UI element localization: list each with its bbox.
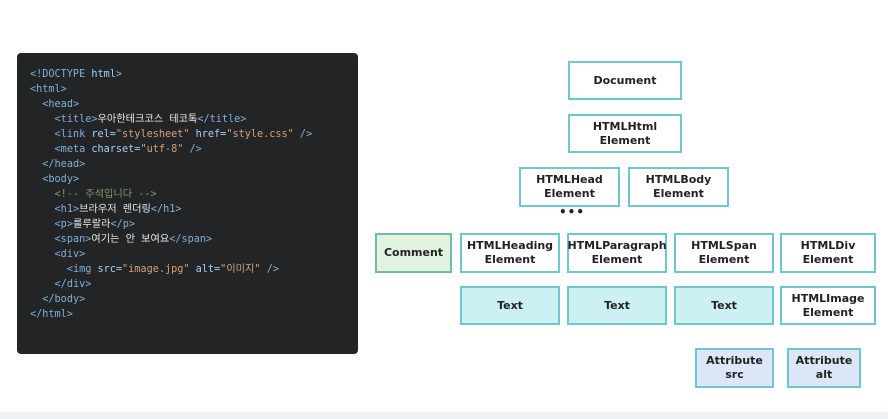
code-panel: <!DOCTYPE html> <html> <head> <title>우아한테… bbox=[17, 53, 358, 354]
node-body-element: HTMLBody Element bbox=[628, 167, 729, 207]
code-token bbox=[30, 264, 67, 275]
code-token bbox=[30, 249, 55, 260]
code-token: <head> bbox=[42, 99, 80, 110]
ellipsis-indicator: ••• bbox=[559, 205, 586, 219]
code-token: <!-- 주석입니다 --> bbox=[54, 189, 157, 200]
code-token bbox=[30, 234, 55, 245]
node-html-element: HTMLHtml Element bbox=[568, 114, 682, 153]
code-line: <title>우아한테크코스 테코톡</title> bbox=[30, 112, 358, 127]
code-token bbox=[30, 219, 55, 230]
node-text-heading: Text bbox=[460, 286, 560, 325]
code-token: </html> bbox=[30, 309, 73, 320]
code-token: 룰루랄라 bbox=[72, 219, 111, 230]
code-token: </title> bbox=[197, 114, 247, 125]
code-token: "stylesheet" bbox=[115, 129, 190, 140]
code-token bbox=[30, 279, 55, 290]
code-token: <h1> bbox=[54, 204, 80, 215]
node-attribute-src: Attribute src bbox=[695, 348, 774, 388]
node-image-element: HTMLImage Element bbox=[780, 286, 876, 325]
code-line: </body> bbox=[30, 292, 358, 307]
bottom-strip bbox=[0, 412, 888, 419]
code-token bbox=[30, 189, 55, 200]
code-token bbox=[30, 294, 42, 305]
code-token bbox=[30, 144, 55, 155]
code-token: <div> bbox=[54, 249, 86, 260]
code-token: alt= bbox=[189, 264, 221, 275]
code-token: <!DOCTYPE bbox=[30, 69, 92, 80]
code-token: > bbox=[115, 69, 123, 80]
code-token: </p> bbox=[110, 219, 135, 230]
code-token bbox=[30, 114, 55, 125]
code-token: /> bbox=[293, 129, 313, 140]
code-token: </head> bbox=[42, 159, 86, 170]
code-line: </head> bbox=[30, 157, 358, 172]
code-token: rel= bbox=[91, 129, 116, 140]
code-token: <img bbox=[66, 264, 98, 275]
code-token: "utf-8" bbox=[140, 144, 184, 155]
code-line: <html> bbox=[30, 82, 358, 97]
code-line: <span>여기는 안 보여요</span> bbox=[30, 232, 358, 247]
code-token: html bbox=[91, 69, 116, 80]
code-token bbox=[30, 129, 55, 140]
code-token: /> bbox=[183, 144, 202, 155]
code-token bbox=[30, 204, 55, 215]
code-token: <span> bbox=[54, 234, 92, 245]
code-token: "이미지" bbox=[220, 264, 261, 275]
node-heading-element: HTMLHeading Element bbox=[460, 233, 560, 273]
code-token: <body> bbox=[42, 174, 80, 185]
node-document: Document bbox=[568, 61, 682, 100]
code-token: <title> bbox=[54, 114, 98, 125]
code-token: src= bbox=[97, 264, 123, 275]
code-token: </h1> bbox=[150, 204, 182, 215]
code-token: charset= bbox=[91, 144, 141, 155]
node-text-span: Text bbox=[674, 286, 774, 325]
node-paragraph-element: HTMLParagraph Element bbox=[567, 233, 667, 273]
code-token: 우아한테크코스 테코톡 bbox=[97, 114, 198, 125]
code-line: </div> bbox=[30, 277, 358, 292]
code-token: <link bbox=[54, 129, 92, 140]
code-line: <body> bbox=[30, 172, 358, 187]
code-token: /> bbox=[260, 264, 279, 275]
code-line: <link rel="stylesheet" href="style.css" … bbox=[30, 127, 358, 142]
code-line: </html> bbox=[30, 307, 358, 322]
node-text-paragraph: Text bbox=[567, 286, 667, 325]
code-token bbox=[30, 159, 42, 170]
code-line: <!-- 주석입니다 --> bbox=[30, 187, 358, 202]
code-line: <meta charset="utf-8" /> bbox=[30, 142, 358, 157]
code-line: <!DOCTYPE html> bbox=[30, 67, 358, 82]
node-head-element: HTMLHead Element bbox=[519, 167, 620, 207]
code-line: <head> bbox=[30, 97, 358, 112]
code-token: </body> bbox=[42, 294, 86, 305]
node-div-element: HTMLDiv Element bbox=[780, 233, 876, 273]
code-token: "image.jpg" bbox=[122, 264, 190, 275]
code-token: <html> bbox=[30, 84, 67, 95]
code-token: href= bbox=[189, 129, 227, 140]
code-line: <img src="image.jpg" alt="이미지" /> bbox=[30, 262, 358, 277]
node-attribute-alt: Attribute alt bbox=[787, 348, 861, 388]
code-token: 여기는 안 보여요 bbox=[91, 234, 170, 245]
code-line: <h1>브라우저 렌더링</h1> bbox=[30, 202, 358, 217]
node-comment: Comment bbox=[375, 233, 452, 273]
node-span-element: HTMLSpan Element bbox=[674, 233, 774, 273]
code-token: "style.css" bbox=[226, 129, 294, 140]
code-token bbox=[30, 174, 42, 185]
code-token: <p> bbox=[54, 219, 73, 230]
code-token: 브라우저 렌더링 bbox=[79, 204, 151, 215]
code-token: </span> bbox=[169, 234, 213, 245]
code-token: </div> bbox=[54, 279, 92, 290]
code-token bbox=[30, 99, 42, 110]
code-line: <p>룰루랄라</p> bbox=[30, 217, 358, 232]
code-line: <div> bbox=[30, 247, 358, 262]
code-token: <meta bbox=[54, 144, 92, 155]
